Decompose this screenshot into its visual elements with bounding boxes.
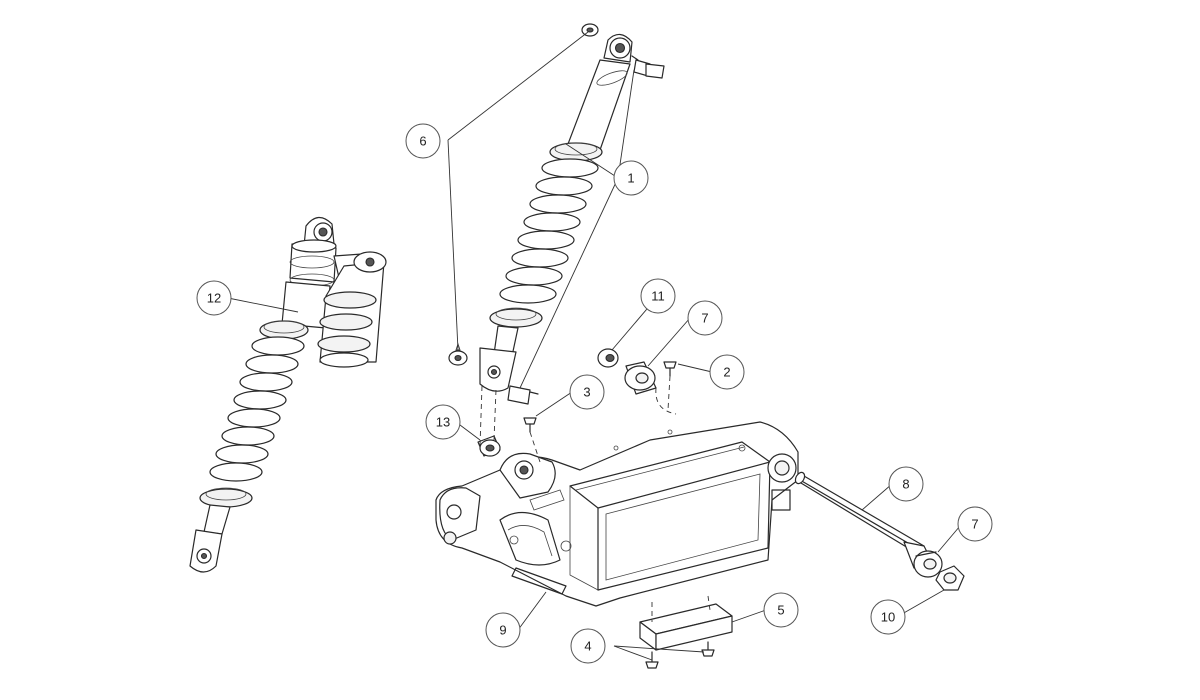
callout-4-label: 4 — [584, 639, 591, 654]
callout-3: 3 — [569, 374, 605, 410]
callout-6: 6 — [405, 123, 441, 159]
callout-8: 8 — [888, 466, 924, 502]
callout-2: 2 — [709, 354, 745, 390]
screw-3 — [523, 417, 537, 433]
swingarm-housing-9 — [435, 421, 799, 607]
callout-9: 9 — [485, 612, 521, 648]
callout-9-label: 9 — [499, 623, 506, 638]
callout-5: 5 — [763, 592, 799, 628]
callout-6-label: 6 — [419, 134, 426, 149]
bushing-7-lower — [913, 550, 943, 578]
bolt-top — [631, 55, 665, 79]
nut-6-lower — [448, 350, 468, 366]
callout-1-label: 1 — [627, 171, 634, 186]
nut-6-top — [581, 23, 599, 37]
callout-12-label: 12 — [207, 291, 221, 306]
callout-1: 1 — [613, 160, 649, 196]
callout-13-label: 13 — [436, 415, 450, 430]
callout-7-lower: 7 — [957, 506, 993, 542]
spring-coils-12 — [209, 336, 305, 482]
callout-3-label: 3 — [583, 385, 590, 400]
screw-2 — [663, 361, 677, 377]
assembly-lines — [479, 375, 711, 622]
shock-absorber-1 — [479, 33, 633, 392]
spring-coils-1 — [499, 158, 599, 304]
callout-7-lower-label: 7 — [971, 517, 978, 532]
callout-2-label: 2 — [723, 365, 730, 380]
callout-13: 13 — [425, 404, 461, 440]
nut-11 — [597, 348, 619, 368]
callout-12: 12 — [196, 280, 232, 316]
callout-10: 10 — [870, 599, 906, 635]
callouts: 6 1 12 11 7 2 3 13 — [196, 123, 993, 664]
callout-5-label: 5 — [777, 603, 784, 618]
callout-10-label: 10 — [881, 610, 895, 625]
callout-4: 4 — [570, 628, 606, 664]
callout-11-label: 11 — [651, 289, 665, 304]
block-5 — [639, 603, 733, 651]
callout-7-upper-label: 7 — [701, 311, 708, 326]
bushing-7-upper — [624, 361, 657, 395]
shock-absorber-12 — [189, 216, 387, 573]
callout-7-upper: 7 — [687, 300, 723, 336]
callout-11: 11 — [640, 278, 676, 314]
bushing-13 — [477, 435, 501, 457]
callout-8-label: 8 — [902, 477, 909, 492]
screws-4 — [645, 641, 715, 669]
bolt-clevis — [507, 385, 539, 405]
nut-10 — [935, 565, 965, 591]
